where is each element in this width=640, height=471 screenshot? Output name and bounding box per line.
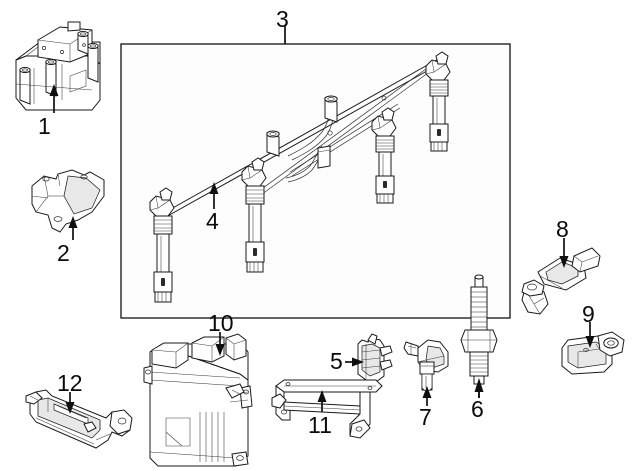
leader-7 [422,386,432,406]
callout-label-5: 5 [330,348,343,374]
leader-12 [65,392,75,414]
leader-11 [317,390,327,412]
harness-standoff [324,95,338,123]
callout-label-9: 9 [582,301,595,327]
part-map-sensor[interactable] [561,331,625,375]
part-ecm-mounting-bracket-side[interactable] [25,389,133,449]
callout-label-2: 2 [57,240,70,266]
part-knock-sensor[interactable] [521,247,601,315]
leader-10 [215,332,225,356]
part-camshaft-position-sensor[interactable] [403,339,449,392]
spark-plug-wire-boot [425,51,451,152]
part-ignition-coil-pack[interactable] [15,21,101,111]
spark-plug-wire-boot [149,187,175,303]
leader-1 [49,84,59,113]
callout-label-7: 7 [419,404,432,430]
spark-plug-wire-boot [371,107,397,204]
leader-5 [345,357,364,367]
callout-label-8: 8 [556,216,569,242]
part-spark-plug[interactable] [460,274,498,388]
part-ignition-coil-bracket[interactable] [31,169,105,233]
leader-6 [474,378,484,398]
callout-label-4: 4 [206,208,219,234]
harness-standoff [266,130,280,157]
callout-label-12: 12 [57,370,83,396]
callout-label-11: 11 [308,412,332,438]
part-wire-harness-clip[interactable] [357,333,393,383]
harness-standoff [317,145,331,169]
callout-label-6: 6 [471,396,484,422]
coil-tower [19,66,31,105]
leader-8 [559,238,569,268]
callout-label-10: 10 [208,310,234,336]
part-engine-control-module[interactable] [143,333,253,467]
part-spark-plug-wire-set[interactable] [149,51,451,303]
spark-plug-wire-boot [241,157,267,273]
coil-tower [87,42,99,83]
callout-label-1: 1 [38,113,51,139]
leader-2 [68,216,78,240]
leader-4 [209,182,219,209]
callout-label-3: 3 [276,6,289,32]
leader-9 [585,322,595,348]
